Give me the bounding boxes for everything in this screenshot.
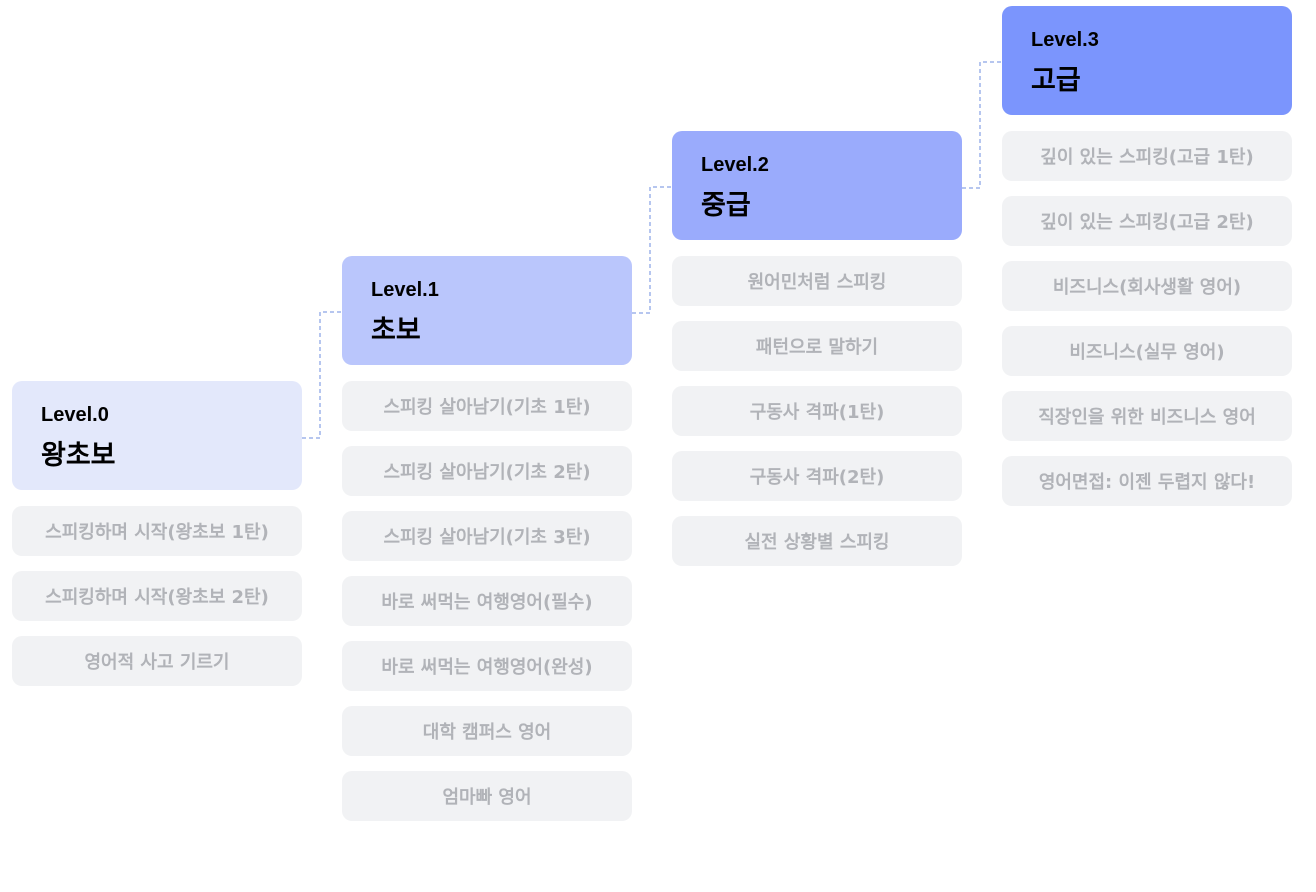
course-item[interactable]: 영어면접: 이젠 두렵지 않다! <box>1002 456 1292 506</box>
course-item[interactable]: 비즈니스(실무 영어) <box>1002 326 1292 376</box>
level-name: 초보 <box>371 315 421 346</box>
course-item[interactable]: 패턴으로 말하기 <box>672 321 962 371</box>
course-item[interactable]: 스피킹하며 시작(왕초보 2탄) <box>12 571 302 621</box>
course-list-3: 깊이 있는 스피킹(고급 1탄) 깊이 있는 스피킹(고급 2탄) 비즈니스(회… <box>1002 131 1292 506</box>
level-card-0[interactable]: Level.0 왕초보 <box>12 381 302 490</box>
course-list-1: 스피킹 살아남기(기초 1탄) 스피킹 살아남기(기초 2탄) 스피킹 살아남기… <box>342 381 632 821</box>
course-item[interactable]: 영어적 사고 기르기 <box>12 636 302 686</box>
course-item[interactable]: 바로 써먹는 여행영어(완성) <box>342 641 632 691</box>
course-item[interactable]: 직장인을 위한 비즈니스 영어 <box>1002 391 1292 441</box>
level-card-3[interactable]: Level.3 고급 <box>1002 6 1292 115</box>
course-item[interactable]: 실전 상황별 스피킹 <box>672 516 962 566</box>
level-column-0: Level.0 왕초보 스피킹하며 시작(왕초보 1탄) 스피킹하며 시작(왕초… <box>12 381 302 701</box>
level-label: Level.2 <box>701 154 769 176</box>
course-item[interactable]: 깊이 있는 스피킹(고급 1탄) <box>1002 131 1292 181</box>
level-column-3: Level.3 고급 깊이 있는 스피킹(고급 1탄) 깊이 있는 스피킹(고급… <box>1002 6 1292 521</box>
course-item[interactable]: 깊이 있는 스피킹(고급 2탄) <box>1002 196 1292 246</box>
course-item[interactable]: 바로 써먹는 여행영어(필수) <box>342 576 632 626</box>
course-item[interactable]: 스피킹하며 시작(왕초보 1탄) <box>12 506 302 556</box>
level-card-1[interactable]: Level.1 초보 <box>342 256 632 365</box>
course-item[interactable]: 비즈니스(회사생활 영어) <box>1002 261 1292 311</box>
course-item[interactable]: 스피킹 살아남기(기초 3탄) <box>342 511 632 561</box>
course-item[interactable]: 스피킹 살아남기(기초 2탄) <box>342 446 632 496</box>
level-column-2: Level.2 중급 원어민처럼 스피킹 패턴으로 말하기 구동사 격파(1탄)… <box>672 131 962 581</box>
connector-1-to-2 <box>632 186 672 314</box>
course-item[interactable]: 스피킹 살아남기(기초 1탄) <box>342 381 632 431</box>
course-item[interactable]: 원어민처럼 스피킹 <box>672 256 962 306</box>
course-list-0: 스피킹하며 시작(왕초보 1탄) 스피킹하며 시작(왕초보 2탄) 영어적 사고… <box>12 506 302 686</box>
course-item[interactable]: 구동사 격파(2탄) <box>672 451 962 501</box>
course-list-2: 원어민처럼 스피킹 패턴으로 말하기 구동사 격파(1탄) 구동사 격파(2탄)… <box>672 256 962 566</box>
level-label: Level.1 <box>371 279 439 301</box>
course-item[interactable]: 엄마빠 영어 <box>342 771 632 821</box>
level-label: Level.0 <box>41 404 109 426</box>
level-name: 고급 <box>1031 65 1081 96</box>
connector-0-to-1 <box>302 311 342 439</box>
level-column-1: Level.1 초보 스피킹 살아남기(기초 1탄) 스피킹 살아남기(기초 2… <box>342 256 632 836</box>
level-label: Level.3 <box>1031 29 1099 51</box>
course-item[interactable]: 대학 캠퍼스 영어 <box>342 706 632 756</box>
level-name: 중급 <box>701 190 751 221</box>
connector-2-to-3 <box>962 61 1002 189</box>
level-card-2[interactable]: Level.2 중급 <box>672 131 962 240</box>
level-name: 왕초보 <box>41 440 116 471</box>
course-item[interactable]: 구동사 격파(1탄) <box>672 386 962 436</box>
